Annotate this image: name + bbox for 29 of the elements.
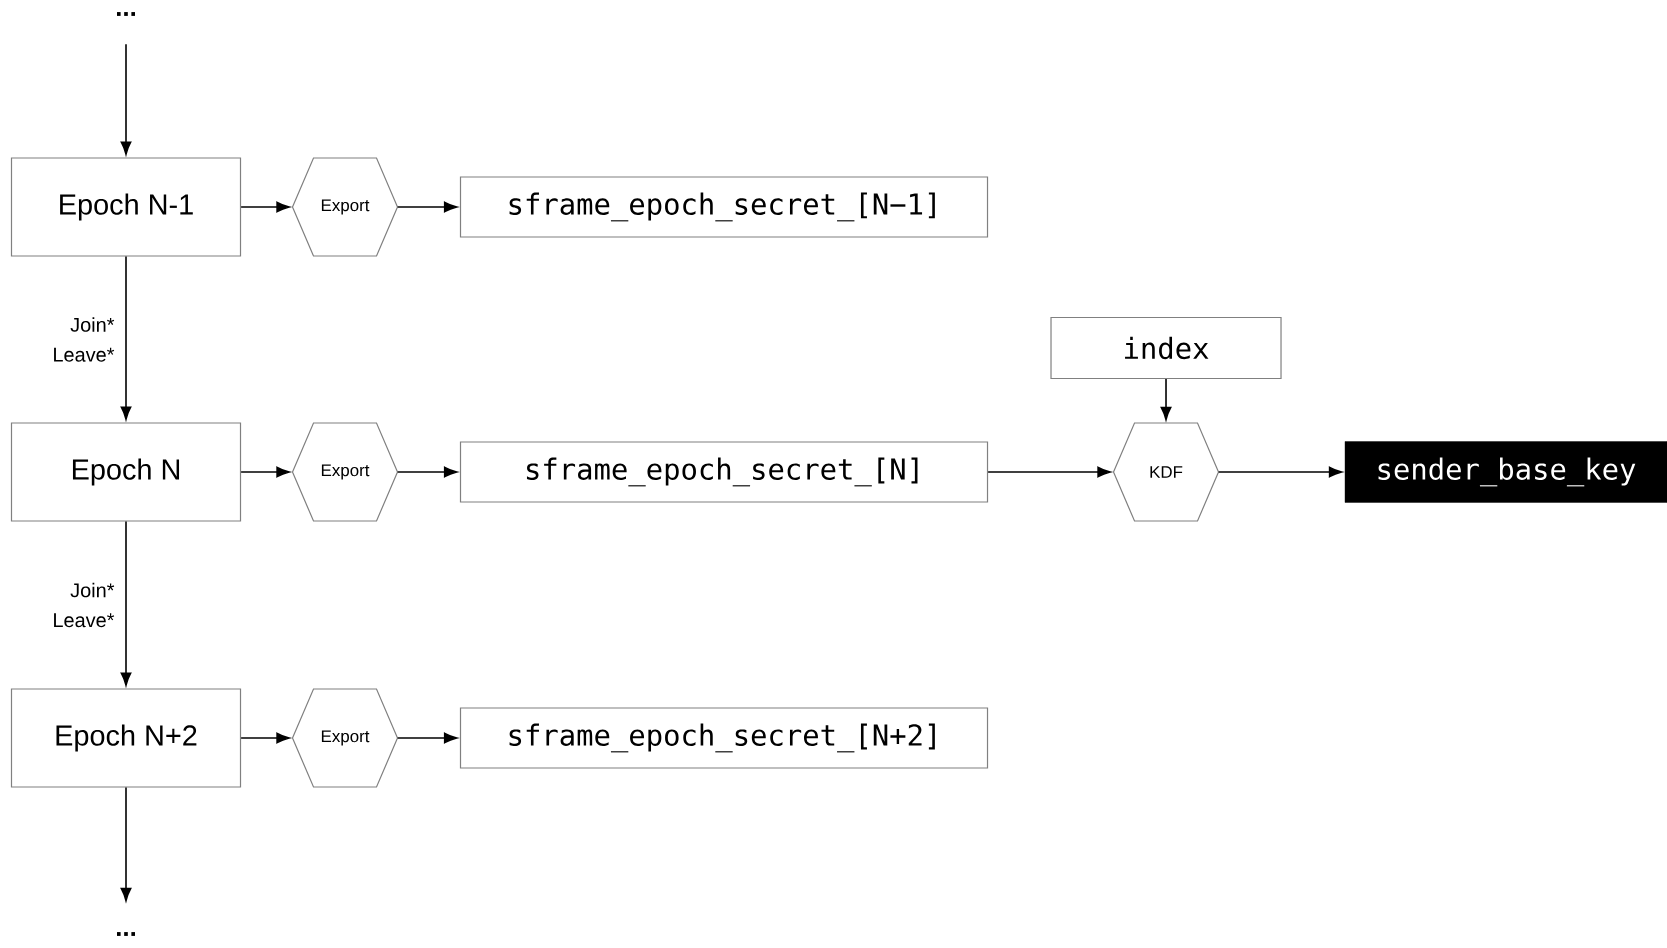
- ellipsis-text: ...: [116, 932, 135, 936]
- secret-box: index: [1050, 316, 1282, 380]
- arrow: [120, 255, 132, 420]
- secret-box: sframe_epoch_secret_[N+2]: [459, 707, 989, 769]
- key-box: sender_base_key: [1344, 441, 1667, 503]
- edge-label: Join* Leave*: [54, 317, 115, 362]
- arrow: [396, 732, 458, 744]
- secret-box: sframe_epoch_secret_[N−1]: [459, 176, 989, 238]
- arrow: [120, 786, 132, 902]
- edge-label: Join* Leave*: [54, 582, 115, 628]
- kdf-hexagon: KDF: [1112, 422, 1220, 522]
- arrow: [1217, 466, 1343, 478]
- export-hexagon: Export: [291, 422, 399, 522]
- arrow: [987, 466, 1111, 478]
- arrow: [240, 732, 290, 744]
- epoch-box: Epoch N-1: [10, 157, 242, 257]
- arrow: [120, 520, 132, 686]
- secret-box: sframe_epoch_secret_[N]: [459, 441, 989, 503]
- arrow: [396, 201, 458, 213]
- arrow: [240, 466, 290, 478]
- arrow: [1160, 378, 1172, 421]
- arrow: [240, 201, 290, 213]
- export-hexagon: Export: [291, 157, 399, 257]
- export-hexagon: Export: [291, 688, 399, 788]
- arrow: [396, 466, 458, 478]
- epoch-box: Epoch N: [10, 422, 242, 522]
- arrow: [120, 43, 132, 155]
- epoch-box: Epoch N+2: [10, 688, 242, 788]
- ellipsis-text: ...: [116, 12, 135, 16]
